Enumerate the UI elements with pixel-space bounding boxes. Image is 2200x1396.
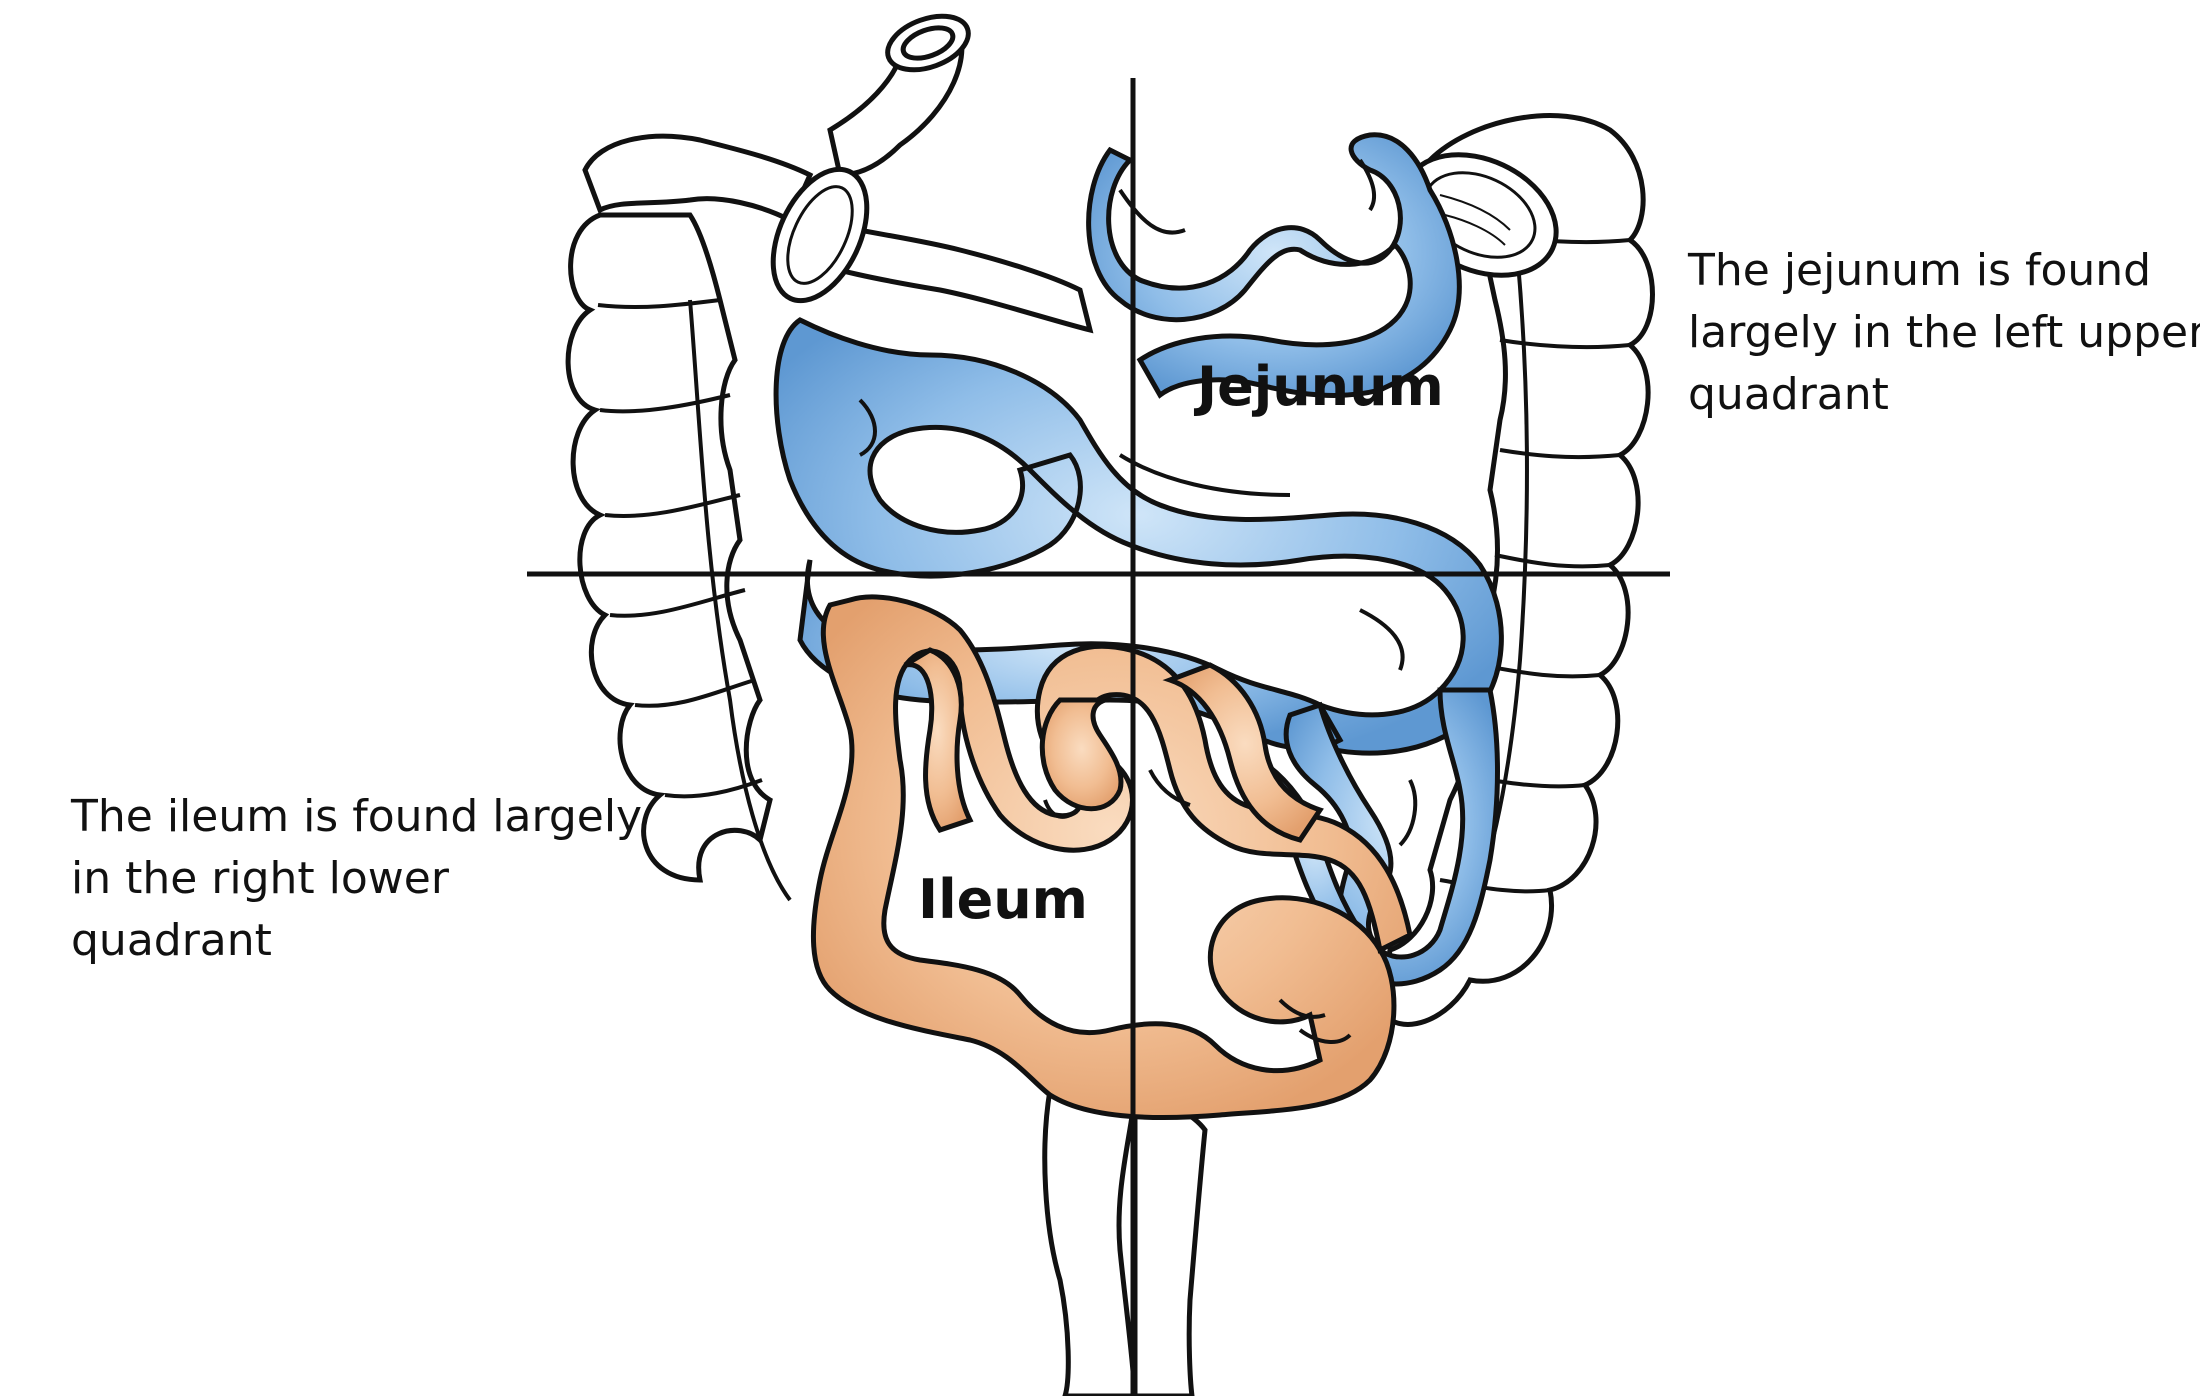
ileum-loop-center bbox=[1039, 697, 1124, 812]
colon bbox=[565, 113, 1655, 1396]
ileum-label: Ileum bbox=[918, 868, 1088, 931]
jejunum-loop-upper bbox=[1086, 132, 1462, 399]
jejunum-caption-line-3: quadrant bbox=[1688, 369, 1889, 420]
descending-colon bbox=[1377, 113, 1655, 1027]
duodenum bbox=[787, 13, 1094, 334]
ileum-loop-right bbox=[1162, 662, 1324, 843]
ileum-caption-line-2: in the right lower bbox=[71, 853, 449, 904]
jejunum-caption-line-1: The jejunum is found bbox=[1688, 245, 2152, 296]
cut-end-left bbox=[770, 166, 870, 304]
transverse-colon-left bbox=[582, 133, 814, 224]
jejunum-loop-left bbox=[773, 317, 1504, 756]
colon-haustra bbox=[597, 229, 1631, 961]
rectum-right bbox=[1132, 1091, 1208, 1396]
jejunum-label: Jejunum bbox=[1193, 355, 1444, 418]
ascending-colon bbox=[565, 212, 773, 883]
rectum bbox=[1042, 1087, 1138, 1396]
ileum-loop-inner bbox=[903, 647, 974, 833]
ileum-caption-line-1: The ileum is found largely bbox=[71, 791, 643, 842]
ileum-caption-line-3: quadrant bbox=[71, 915, 272, 966]
jejunum-caption-line-2: largely in the left upper bbox=[1688, 307, 2200, 358]
ileum-caption: The ileum is found largely in the right … bbox=[71, 786, 642, 972]
ileum bbox=[811, 594, 1413, 1121]
ileum-ridges bbox=[1043, 769, 1352, 1044]
jejunum-caption: The jejunum is found largely in the left… bbox=[1688, 240, 2200, 426]
